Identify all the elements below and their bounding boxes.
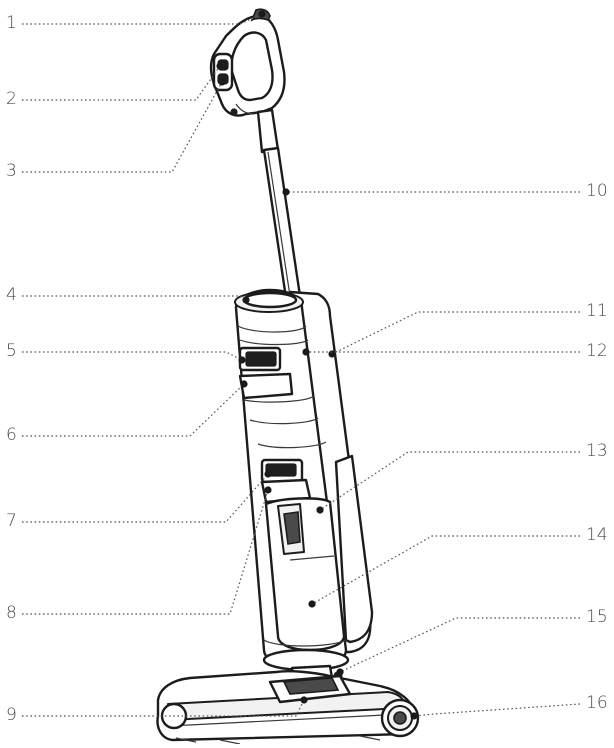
callout-label-6: 6 (6, 425, 17, 445)
callout-dot-8 (264, 486, 272, 494)
callout-label-13: 13 (586, 441, 608, 461)
callout-dot-10 (282, 188, 290, 196)
callout-dot-7 (264, 470, 272, 478)
leader-lines (22, 10, 581, 720)
callout-label-5: 5 (6, 341, 17, 361)
callout-label-10: 10 (586, 181, 608, 201)
callout-label-8: 8 (6, 603, 17, 623)
callout-dot-2 (216, 62, 224, 70)
callout-label-7: 7 (6, 511, 17, 531)
callout-label-4: 4 (6, 285, 17, 305)
callout-dot-5 (238, 356, 246, 364)
callout-label-3: 3 (6, 161, 17, 181)
callout-label-16: 16 (586, 693, 608, 713)
callout-label-1: 1 (6, 13, 17, 33)
callout-dot-14 (308, 600, 316, 608)
callout-label-12: 12 (586, 341, 608, 361)
callout-dot-11 (328, 350, 336, 358)
callout-label-11: 11 (586, 301, 608, 321)
callout-label-2: 2 (6, 89, 17, 109)
callout-label-15: 15 (586, 607, 608, 627)
callout-dot-1 (258, 10, 266, 18)
callout-dot-13 (316, 506, 324, 514)
callout-dot-3 (218, 78, 226, 86)
callout-dot-12 (302, 348, 310, 356)
main-body (234, 288, 350, 672)
callout-dot-6 (240, 380, 248, 388)
floor-head (156, 670, 420, 745)
callout-dot-15 (336, 668, 344, 676)
callout-dot-4 (242, 296, 250, 304)
callout-dot-9 (300, 696, 308, 704)
callout-label-14: 14 (586, 525, 608, 545)
callout-dot-16 (410, 712, 418, 720)
tube (256, 108, 302, 300)
callout-label-9: 9 (6, 705, 17, 725)
